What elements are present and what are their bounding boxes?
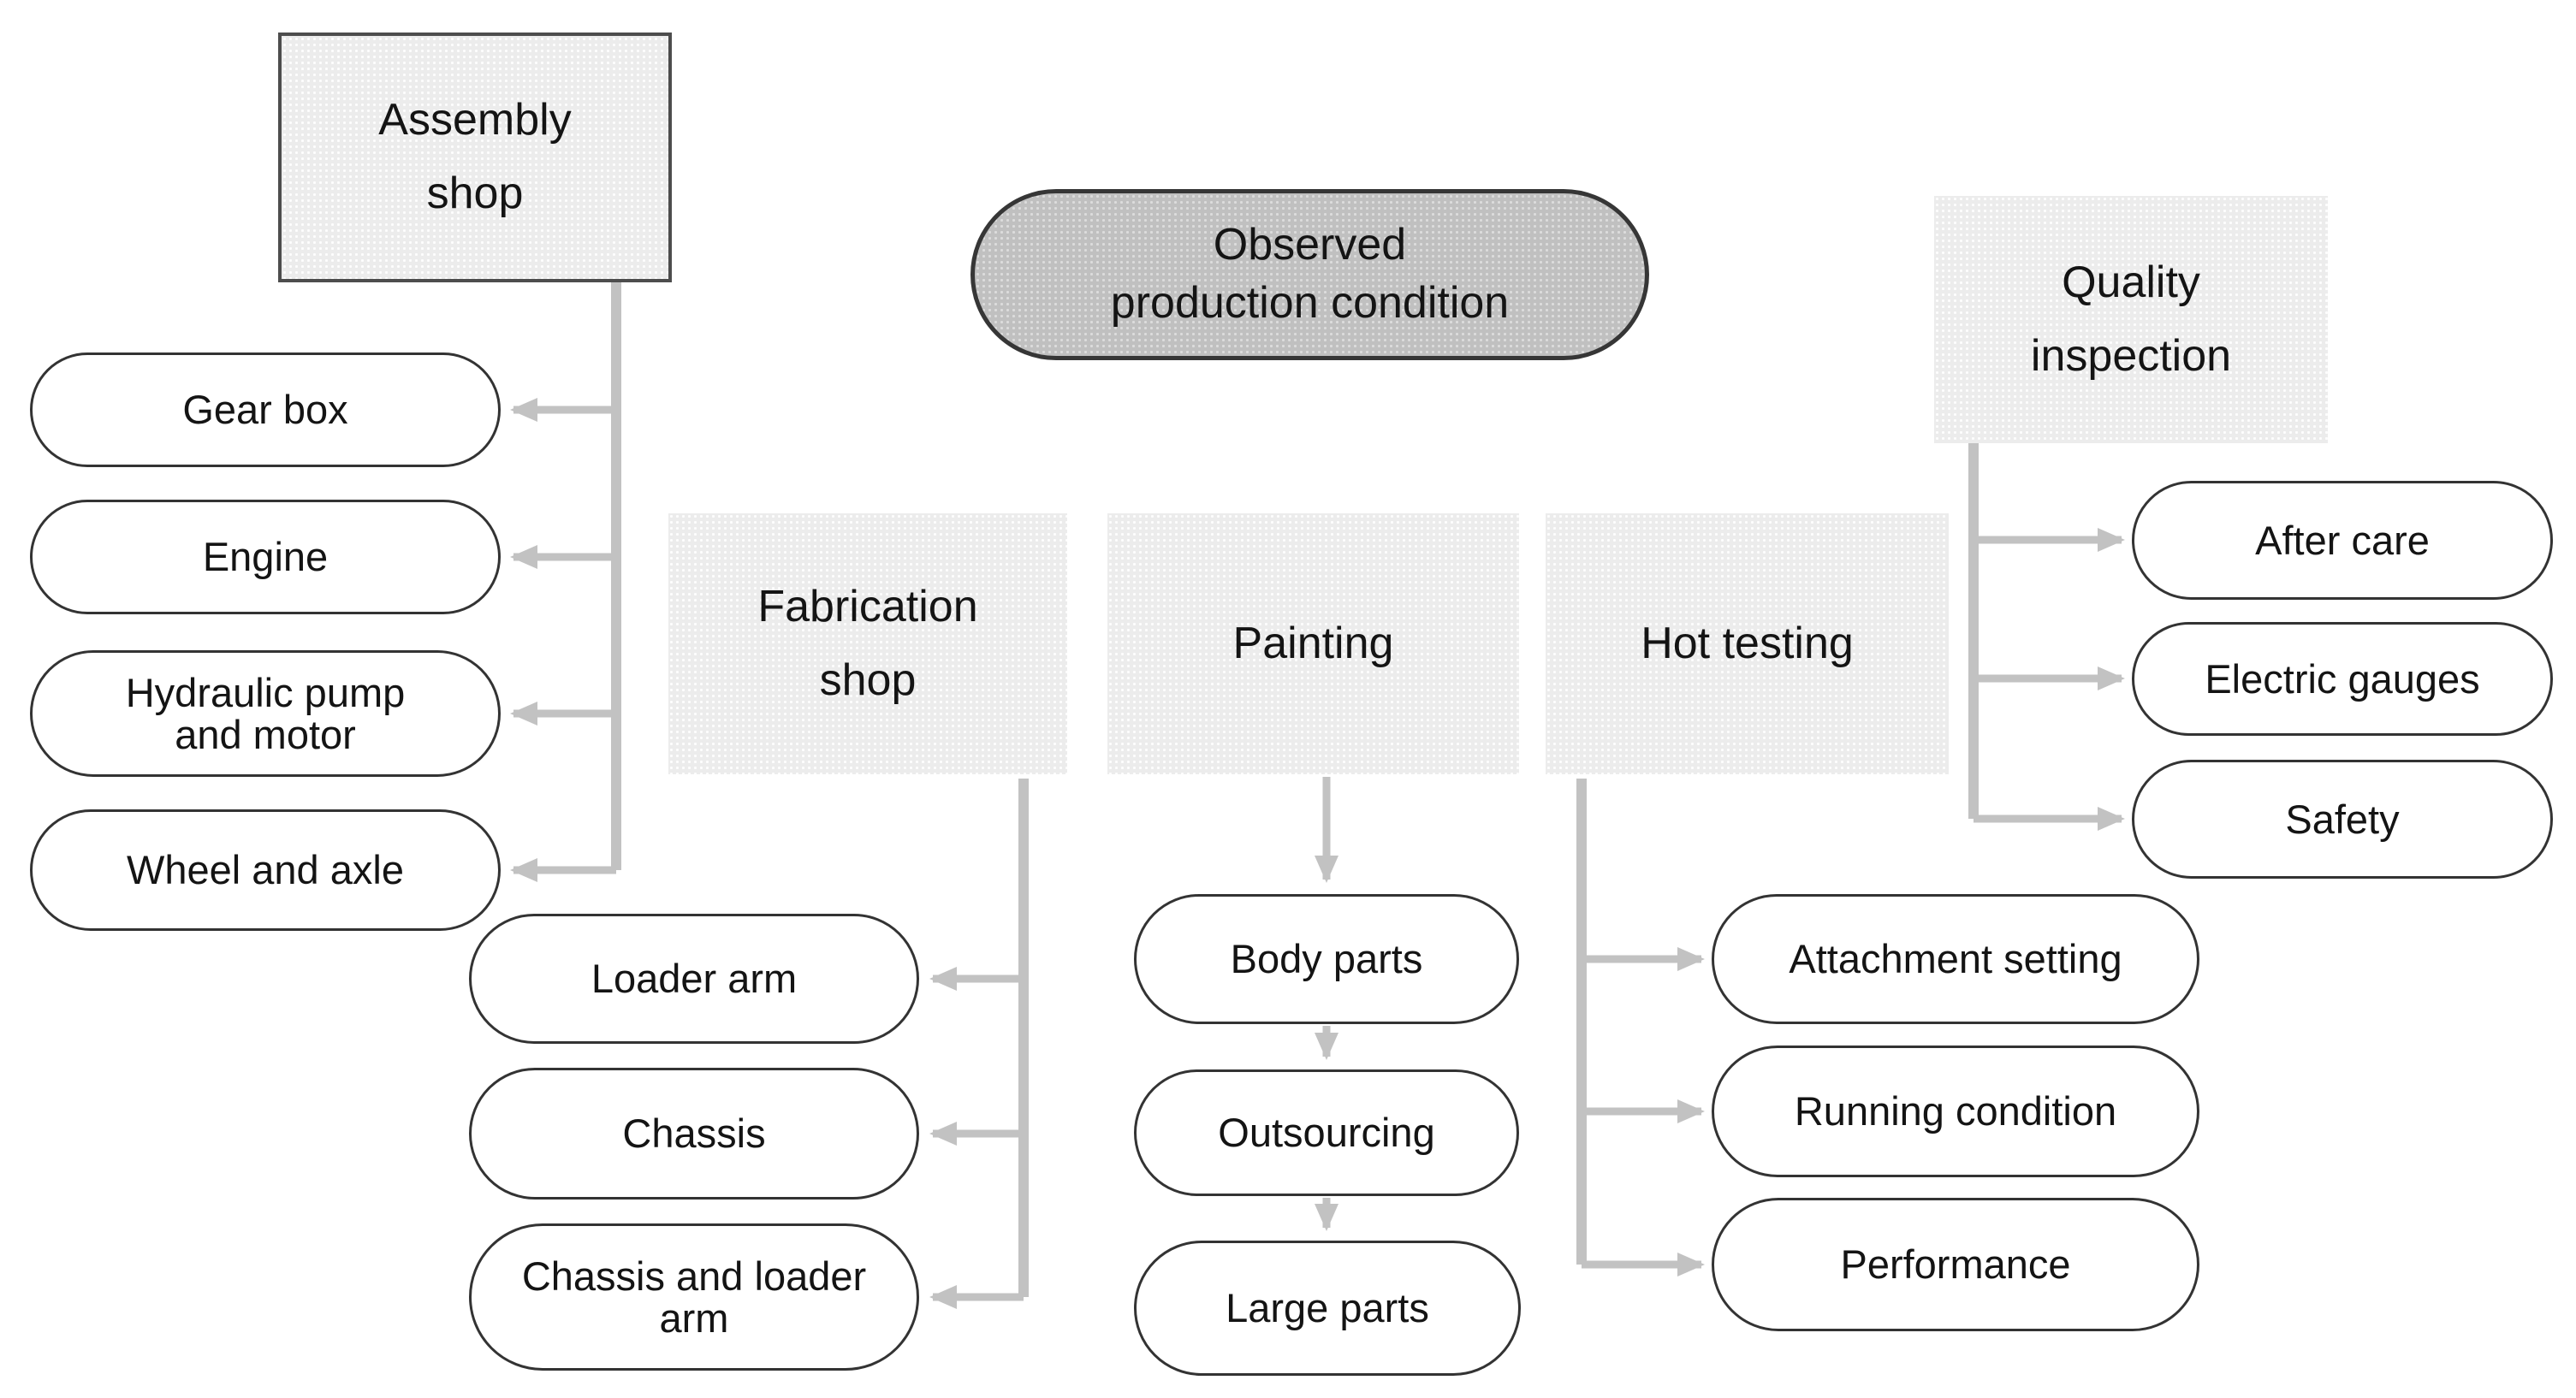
gear-box-label: Gear box [182, 387, 348, 433]
running-condition-pill: Running condition [1712, 1046, 2199, 1177]
performance-label: Performance [1840, 1241, 2071, 1288]
chassis-and-loader-arm-label: Chassis and loader arm [521, 1253, 867, 1341]
attachment-setting-label: Attachment setting [1789, 936, 2122, 982]
after-care-label: After care [2255, 517, 2430, 563]
hydraulic-pump-and-motor-label: Hydraulic pump and motor [125, 669, 406, 757]
after-care-pill: After care [2132, 481, 2553, 600]
wheel-and-axle-label: Wheel and axle [127, 847, 404, 893]
assembly-shop-box: Assembly shop [278, 33, 672, 282]
hot-testing-box: Hot testing [1546, 513, 1949, 774]
running-condition-label: Running condition [1794, 1088, 2117, 1134]
fabrication-shop-box: Fabrication shop [668, 513, 1067, 774]
safety-label: Safety [2285, 796, 2400, 842]
electric-gauges-label: Electric gauges [2205, 655, 2480, 702]
engine-pill: Engine [30, 500, 501, 614]
chassis-and-loader-arm-pill: Chassis and loader arm [469, 1223, 919, 1371]
quality-inspection-label: Quality inspection [2030, 257, 2232, 381]
painting-box: Painting [1107, 513, 1519, 774]
loader-arm-pill: Loader arm [469, 914, 919, 1044]
chassis-pill: Chassis [469, 1068, 919, 1200]
body-parts-label: Body parts [1230, 936, 1423, 982]
chassis-label: Chassis [622, 1111, 766, 1157]
assembly-shop-label: Assembly shop [378, 95, 572, 218]
attachment-setting-pill: Attachment setting [1712, 894, 2199, 1024]
outsourcing-label: Outsourcing [1218, 1110, 1435, 1156]
quality-inspection-box: Quality inspection [1934, 196, 2328, 443]
painting-label: Painting [1232, 618, 1394, 668]
safety-pill: Safety [2132, 760, 2553, 879]
fabrication-shop-label: Fabrication shop [757, 581, 978, 705]
hot-testing-label: Hot testing [1641, 618, 1854, 668]
body-parts-pill: Body parts [1134, 894, 1519, 1024]
large-parts-label: Large parts [1226, 1285, 1429, 1331]
gear-box-pill: Gear box [30, 352, 501, 467]
outsourcing-pill: Outsourcing [1134, 1069, 1519, 1196]
loader-arm-label: Loader arm [591, 956, 798, 1002]
engine-label: Engine [202, 534, 329, 580]
performance-pill: Performance [1712, 1198, 2199, 1331]
large-parts-pill: Large parts [1134, 1241, 1521, 1376]
observed-production-condition-node: Observed production condition [970, 189, 1649, 360]
wheel-and-axle-pill: Wheel and axle [30, 809, 501, 931]
observed-production-condition-label: Observed production condition [1110, 220, 1510, 328]
hydraulic-pump-and-motor-pill: Hydraulic pump and motor [30, 650, 501, 777]
electric-gauges-pill: Electric gauges [2132, 622, 2553, 736]
